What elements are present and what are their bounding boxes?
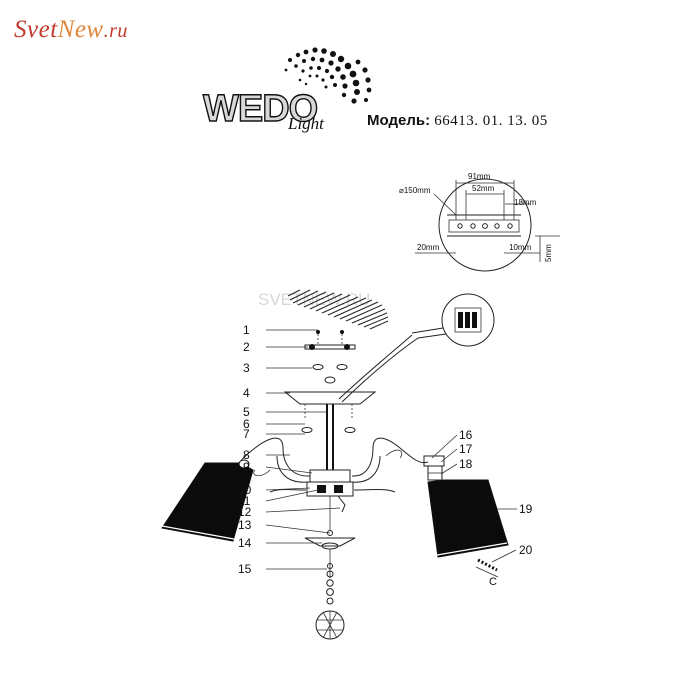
dim-150: ⌀150mm xyxy=(399,186,431,195)
dim-91: 91mm xyxy=(468,172,491,181)
dim-20: 20mm xyxy=(417,243,440,252)
site-logo-part3: .ru xyxy=(103,20,128,42)
callout-15: 15 xyxy=(238,562,252,576)
svg-text:C: C xyxy=(489,576,497,588)
ceiling-canopy xyxy=(283,330,419,433)
right-lampholder xyxy=(423,455,445,481)
model-number: 66413. 01. 13. 05 xyxy=(434,113,548,129)
dim-5: 5mm xyxy=(544,244,553,262)
right-shade xyxy=(427,479,509,558)
callout-20: 20 xyxy=(519,543,533,557)
brand-subname: Light xyxy=(287,114,325,133)
callout-19: 19 xyxy=(519,502,533,516)
callout-14: 14 xyxy=(238,536,252,550)
callout-12: 12 xyxy=(238,505,252,519)
mounting-plate-detail: 91mm 52mm ⌀150mm 18mm 20mm 10mm 5mm xyxy=(399,172,560,272)
brand-name: WEDO xyxy=(203,88,317,130)
callout-7: 7 xyxy=(243,427,250,441)
model-title: Модель: xyxy=(367,112,431,129)
callout-16: 16 xyxy=(459,428,473,442)
wiring-detail xyxy=(411,293,495,347)
dim-52: 52mm xyxy=(472,184,495,193)
site-logo-part2: New xyxy=(57,16,104,43)
site-logo-part1: Svet xyxy=(14,16,58,43)
callout-3: 3 xyxy=(243,361,250,375)
callout-18: 18 xyxy=(459,457,473,471)
callout-6: 6 xyxy=(243,417,250,431)
crystal-pendant xyxy=(315,610,345,640)
callout-5: 5 xyxy=(243,405,250,419)
brand-dot-swirl xyxy=(284,47,372,104)
callout-1: 1 xyxy=(243,323,250,337)
callout-8: 8 xyxy=(243,448,250,462)
right-bulb-detail: C xyxy=(475,558,499,588)
callout-4: 4 xyxy=(243,386,250,400)
callout-11: 11 xyxy=(238,494,251,508)
ceiling-hatch xyxy=(287,289,389,330)
central-stem xyxy=(304,404,356,605)
site-logo: SvetNew.ru xyxy=(14,16,128,44)
callout-17: 17 xyxy=(459,442,473,456)
callout-2: 2 xyxy=(243,340,250,354)
callout-leaders xyxy=(265,329,517,570)
brand-logo: WEDO Light xyxy=(202,47,372,133)
callout-10: 10 xyxy=(238,483,252,497)
dim-18: 18mm xyxy=(514,198,537,207)
callout-9: 9 xyxy=(243,460,250,474)
left-arm xyxy=(239,437,311,493)
dim-10: 10mm xyxy=(509,243,532,252)
right-arm xyxy=(351,437,429,493)
left-shade xyxy=(161,459,254,542)
callout-13: 13 xyxy=(238,518,252,532)
model-label: Модель: 66413. 01. 13. 05 xyxy=(367,112,548,130)
